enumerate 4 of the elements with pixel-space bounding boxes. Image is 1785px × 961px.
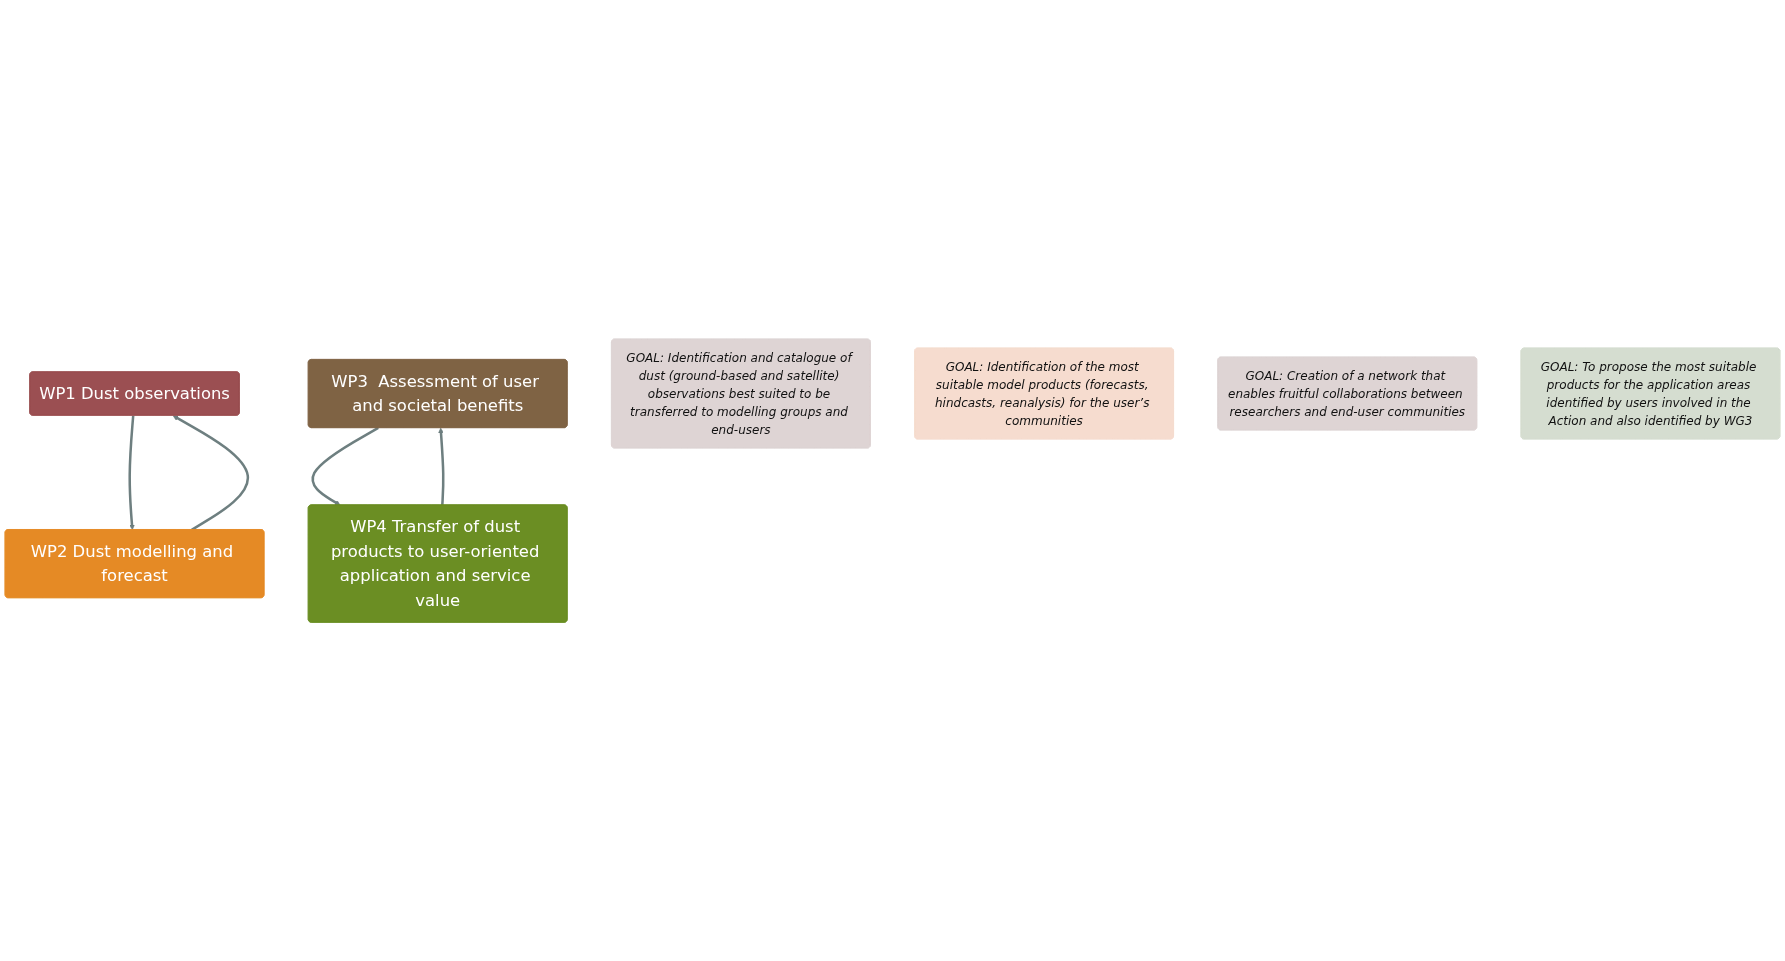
arrow — [438, 427, 445, 506]
arrow — [128, 415, 135, 530]
arrow — [311, 426, 379, 506]
arrow — [172, 415, 249, 531]
